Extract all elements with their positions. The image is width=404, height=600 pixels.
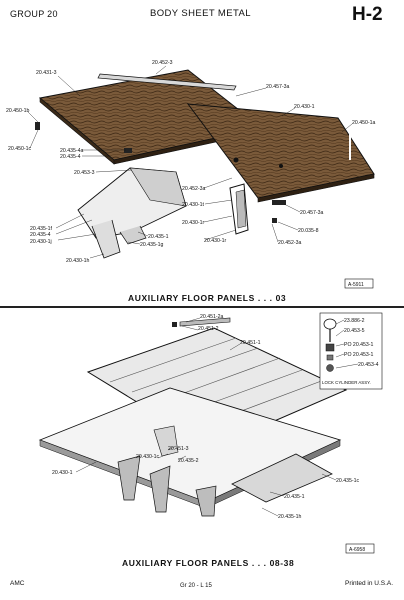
label-bot-3: 20.451-1 (240, 340, 261, 346)
label-top-3: 20.457-3a (266, 84, 289, 90)
label-top-13: 20.430-1r (182, 220, 204, 226)
center-well (153, 425, 179, 457)
label-bot-2: 20.451-2 (198, 326, 219, 332)
cylinder-spring (326, 354, 334, 361)
cylinder-body (325, 343, 335, 352)
fastener-dot-2 (279, 164, 283, 168)
footer-page-ref: Gr 20 - L 15 (180, 583, 212, 589)
label-top-11: 20.452-3a (182, 186, 205, 192)
section-divider (0, 306, 404, 308)
label-top-5: 20.450-1a (352, 120, 375, 126)
support-leg-left (91, 219, 121, 259)
top-floor-panel-diagram: 20.431-3 20.452-3 20.457-3a 20.430-1 20.… (6, 60, 375, 289)
label-top-8: 20.435-4a (60, 148, 83, 154)
fastener-dot (233, 157, 239, 163)
small-clip-right (272, 200, 286, 205)
label-top-19: 20.430-1j (30, 239, 52, 245)
label-bot-4: 23.886-2 (344, 318, 365, 324)
label-bot-12: 20.451-3 (168, 446, 189, 452)
right-side-panel (231, 453, 333, 503)
support-panel-side (129, 167, 187, 207)
label-top-10: 20.453-3 (74, 170, 95, 176)
small-clip-lower (272, 218, 277, 223)
page-title: BODY SHEET METAL (150, 8, 251, 19)
label-top-23: 20.430-1r (204, 238, 226, 244)
upper-strip (179, 317, 231, 327)
bottom-floor-panel-diagram: 20.451-2a 20.451-2 20.451-1 23.886-2 20.… (38, 312, 383, 554)
lock-cylinder-inset (319, 312, 383, 390)
label-top-12: 20.430-1t (182, 202, 204, 208)
label-bot-7: PO 20.453-1 (344, 352, 374, 358)
chassis-leg-3 (195, 485, 217, 517)
chassis-leg-1 (117, 455, 141, 501)
label-top-17: 20.435-1f (30, 226, 52, 232)
label-bot-5: 20.453-5 (344, 328, 365, 334)
label-top-14: 20.457-3a (300, 210, 323, 216)
label-bot-9: LOCK CYLINDER ASSY. (322, 380, 371, 385)
ref-box-bottom (345, 543, 375, 554)
label-bot-1: 20.451-2a (200, 314, 223, 320)
page-code: H-2 (352, 4, 383, 25)
left-hinge-clip (35, 122, 40, 130)
chassis-leg-2 (149, 465, 171, 513)
upper-fastener (172, 322, 177, 327)
label-top-20: 20.435-1 (148, 234, 169, 240)
support-bracket (119, 225, 147, 245)
label-top-21: 20.435-1g (140, 242, 163, 248)
label-top-22: 20.430-1h (66, 258, 89, 264)
label-bot-13: 20.435-2 (178, 458, 199, 464)
label-bot-15: 20.435-1 (284, 494, 305, 500)
footer-printed: Printed in U.S.A. (345, 580, 394, 587)
label-bot-6: PO 20.453-1 (344, 342, 374, 348)
label-bot-8: 20.453-4 (358, 362, 379, 368)
label-top-9: 20.435-4 (60, 154, 81, 160)
label-top-15: 20.035-8 (298, 228, 319, 234)
label-top-4: 20.430-1 (294, 104, 315, 110)
ref-box-top (344, 278, 374, 289)
ref-code-top: A-5911 (348, 282, 364, 288)
footer-brand: AMC (10, 580, 25, 587)
label-top-1: 20.431-3 (36, 70, 57, 76)
panel-seam (349, 134, 351, 160)
bottom-diagram-caption: AUXILIARY FLOOR PANELS . . . 08-38 (122, 558, 295, 568)
front-latch-clip (124, 148, 132, 153)
group-heading: GROUP 20 (10, 9, 58, 19)
label-bot-11: 20.430-1c (136, 454, 159, 460)
right-panel-edge (257, 173, 375, 203)
label-top-18: 20.435-4 (30, 232, 51, 238)
label-top-16: 20.452-3a (278, 240, 301, 246)
label-bot-10: 20.430-1 (52, 470, 73, 476)
cylinder-retainer (326, 364, 334, 372)
top-trim-strip (97, 73, 237, 91)
ref-code-bottom: A-6958 (349, 547, 365, 553)
label-bot-16: 20.435-1h (278, 514, 301, 520)
label-top-6: 20.450-1b (6, 108, 29, 114)
rear-bracket-inner (235, 189, 247, 229)
label-top-7: 20.450-1c (8, 146, 31, 152)
label-top-2: 20.452-3 (152, 60, 173, 66)
label-bot-14: 20.435-1c (336, 478, 359, 484)
top-diagram-caption: AUXILIARY FLOOR PANELS . . . 03 (128, 293, 287, 303)
